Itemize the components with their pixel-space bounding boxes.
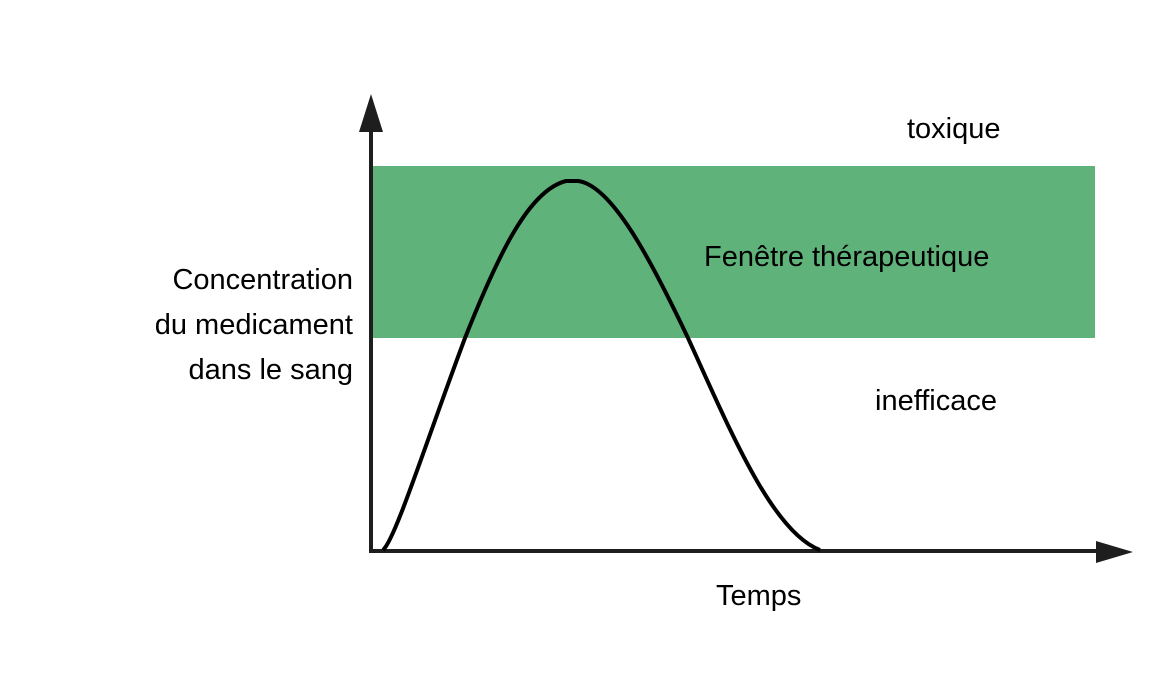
- concentration-curve: [381, 179, 821, 552]
- zone-label-therapeutic: Fenêtre thérapeutique: [704, 241, 990, 273]
- y-axis-arrow-icon: [359, 94, 383, 132]
- y-axis-label: Concentration du medicament dans le sang: [155, 258, 353, 393]
- x-axis-label: Temps: [716, 580, 802, 612]
- therapeutic-window-band: [372, 166, 1095, 338]
- y-axis-label-line: Concentration: [172, 264, 353, 296]
- x-axis-arrow-icon: [1096, 541, 1133, 563]
- zone-label-toxic: toxique: [907, 113, 1001, 145]
- zone-label-ineffective: inefficace: [875, 385, 997, 417]
- y-axis-label-line: du medicament: [154, 309, 353, 341]
- y-axis-label-line: dans le sang: [188, 354, 353, 386]
